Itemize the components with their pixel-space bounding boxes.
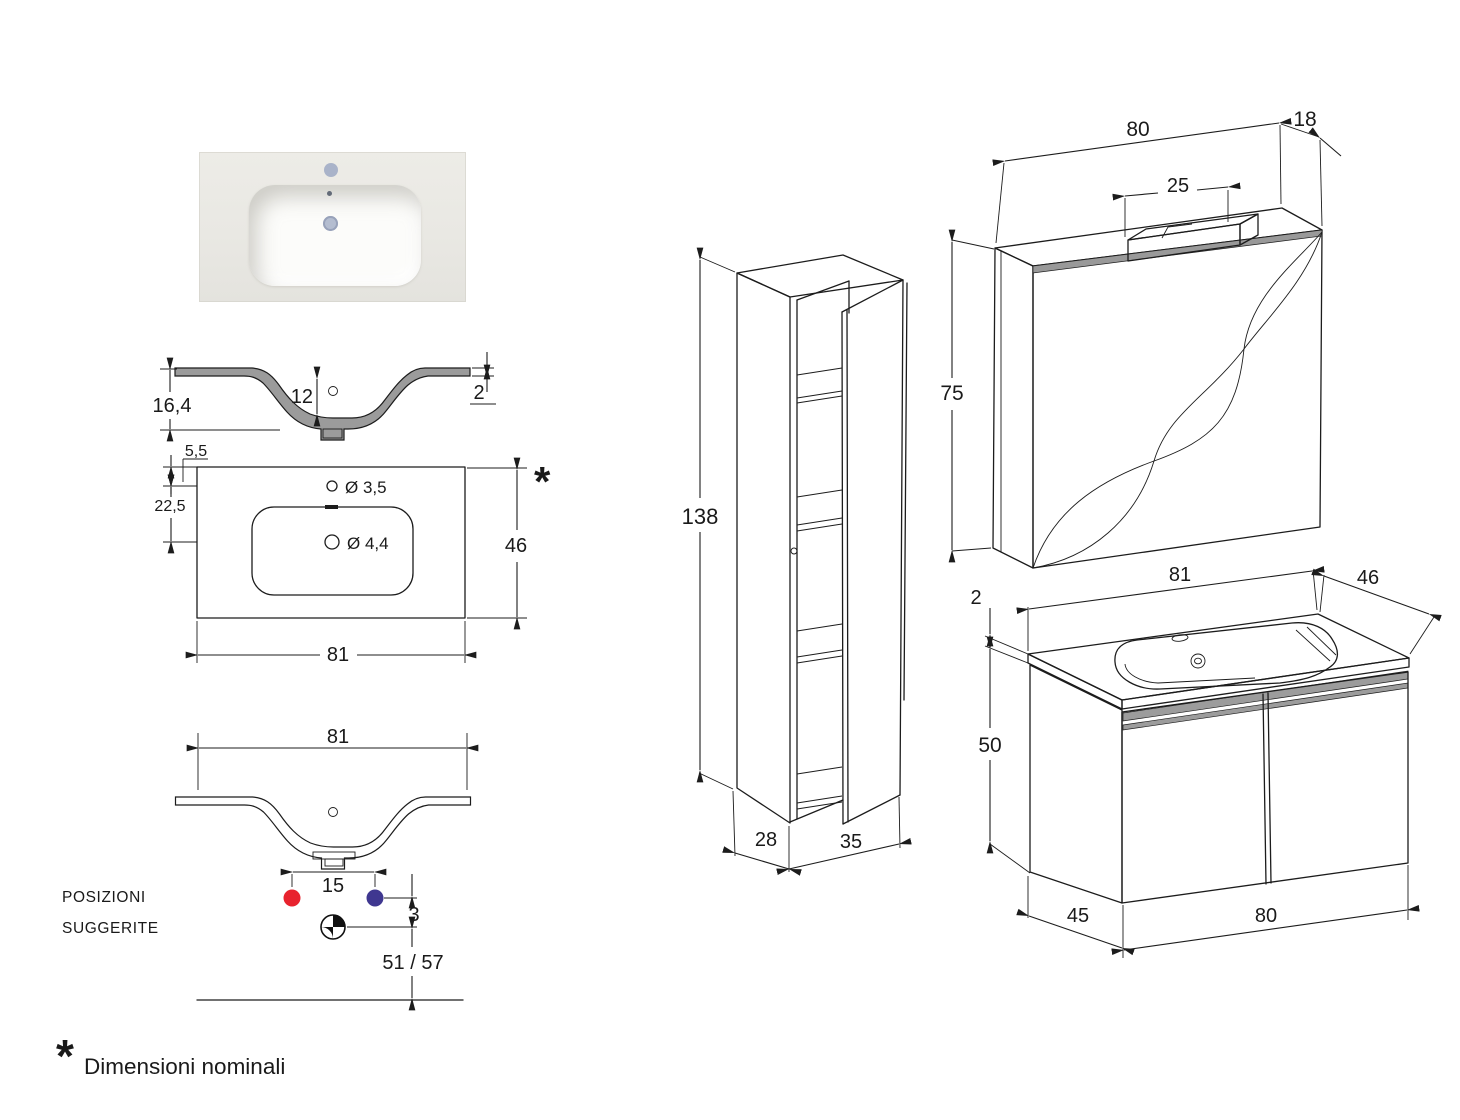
drain-tail (324, 858, 344, 867)
dim-mirror-depth: 18 (1293, 108, 1316, 131)
washbasin-bowl (249, 185, 421, 286)
nominal-asterisk: * (534, 458, 551, 505)
drain-dot (323, 216, 338, 231)
dim-top-depth: 46 (505, 535, 527, 557)
label-faucet-hole-diameter: Ø 3,5 (345, 478, 387, 497)
dim-mirror-width: 80 (1126, 118, 1149, 141)
drain-fitting (322, 428, 343, 439)
dim-gap: 3 (408, 904, 419, 926)
dim-vanity-top-width: 81 (1169, 564, 1191, 586)
open-door (790, 279, 908, 825)
dim-front-width: 81 (327, 726, 349, 748)
section-dimension-lines (160, 352, 496, 442)
dim-section-inner-depth: 12 (291, 386, 313, 408)
vanity-bowl-outline (1114, 622, 1339, 690)
dim-column-depth: 28 (755, 829, 777, 851)
dim-column-width: 35 (840, 831, 862, 853)
fig-tall-cabinet: 138 28 35 (682, 247, 912, 876)
fig-vanity-unit: 81 46 2 50 45 80 (970, 564, 1442, 958)
dim-section-rim: 2 (473, 382, 484, 404)
fig-basin-section: 16,4 12 2 (153, 352, 496, 442)
countertop-outline (196, 466, 466, 619)
mirror-reflection-curve-2 (1032, 231, 1323, 569)
dim-vanity-top-thickness: 2 (970, 587, 981, 609)
basin-section-profile (174, 367, 471, 441)
caption-posizioni: POSIZIONI (62, 889, 146, 906)
top-edge-trim (1032, 229, 1323, 274)
overflow-hole-front (328, 807, 338, 817)
dim-column-height: 138 (682, 504, 719, 529)
footnote: * Dimensioni nominali (56, 1030, 285, 1082)
vanity-body (1027, 613, 1410, 904)
tall-cabinet-body (736, 254, 908, 825)
vanity-faucet-hole (1171, 634, 1189, 642)
dim-vanity-top-depth: 46 (1357, 567, 1379, 589)
dim-top-drain-offset: 22,5 (154, 498, 185, 515)
dim-top-hole-offset: 5,5 (185, 443, 207, 460)
drain-hole (324, 534, 340, 550)
fig-basin-topview: 5,5 22,5 Ø 3,5 Ø 4,4 46 81 * (154, 443, 551, 666)
dim-mirror-height: 75 (940, 382, 963, 405)
washbasin-photo (199, 152, 466, 302)
dim-top-width: 81 (327, 644, 349, 666)
bowl-outline (251, 506, 414, 596)
shelf-lines (796, 367, 843, 810)
lamp-fixture (1127, 213, 1259, 262)
vanity-dimension-lines (984, 566, 1442, 958)
fig-mirror-cabinet: 80 18 25 75 (940, 108, 1342, 569)
hot-water-position-dot (283, 889, 301, 907)
overflow-slot (325, 505, 338, 509)
mirror-cabinet-body (992, 207, 1323, 569)
label-drain-hole-diameter: Ø 4,4 (347, 534, 389, 553)
mirror-reflection-curve-1 (1032, 231, 1323, 569)
cold-water-position-dot (366, 889, 384, 907)
dim-vanity-height: 50 (978, 734, 1001, 757)
dim-vanity-depth: 45 (1067, 905, 1089, 927)
column-dimension-lines (696, 247, 912, 876)
vanity-drain (1190, 653, 1206, 669)
footnote-text: Dimensioni nominali (84, 1054, 285, 1079)
door-knob (790, 547, 798, 555)
frontview-dimension-lines (186, 733, 479, 1011)
fig-basin-frontview: 81 15 3 51 / 57 POSIZIONI SUGGERITE (62, 726, 479, 1011)
dim-section-total-height: 16,4 (153, 395, 192, 417)
faucet-hole (326, 480, 338, 492)
caption-suggerite: SUGGERITE (62, 920, 159, 937)
basin-front-profile (174, 796, 472, 870)
overflow-hole (328, 386, 338, 396)
mirror-dimension-lines (948, 117, 1342, 563)
faucet-hole-dot (324, 163, 338, 177)
dim-height-range: 51 / 57 (382, 952, 443, 974)
overflow-dot (327, 191, 332, 196)
dim-tap-spacing: 15 (322, 875, 344, 897)
dim-lamp-width: 25 (1167, 175, 1189, 197)
topview-dimension-lines (163, 455, 527, 663)
center-of-mass-symbol (320, 914, 346, 940)
dim-vanity-width: 80 (1255, 905, 1277, 927)
footnote-asterisk: * (56, 1030, 74, 1082)
